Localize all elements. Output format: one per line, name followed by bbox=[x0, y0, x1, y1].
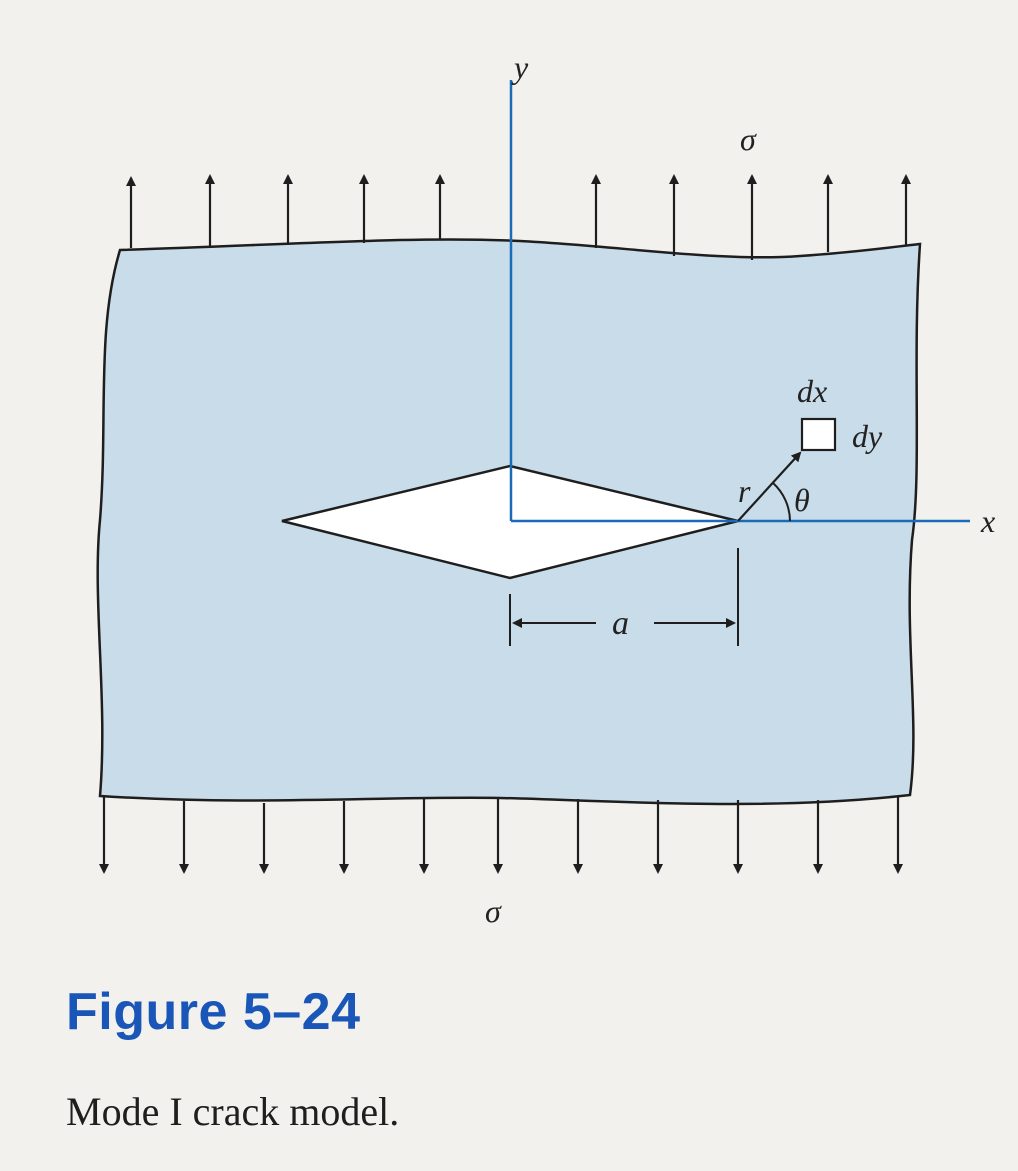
figure-caption: Mode I crack model. bbox=[66, 1089, 400, 1134]
dimension-a-label: a bbox=[612, 605, 629, 642]
bottom-stress-arrows bbox=[99, 797, 903, 874]
x-axis-label: x bbox=[980, 503, 995, 539]
angle-label: θ bbox=[794, 482, 810, 518]
top-stress-label: σ bbox=[740, 121, 757, 157]
dy-label: dy bbox=[852, 418, 883, 454]
bottom-stress-label: σ bbox=[485, 893, 502, 929]
radius-vector bbox=[737, 451, 802, 522]
dx-label: dx bbox=[797, 373, 827, 409]
radius-label: r bbox=[738, 473, 751, 509]
y-axis-label: y bbox=[511, 49, 529, 85]
dimension-a bbox=[509, 548, 739, 646]
figure-number: Figure 5–24 bbox=[66, 983, 361, 1041]
angle-arc bbox=[772, 482, 791, 522]
top-stress-arrows bbox=[126, 174, 911, 260]
differential-element bbox=[800, 417, 837, 452]
